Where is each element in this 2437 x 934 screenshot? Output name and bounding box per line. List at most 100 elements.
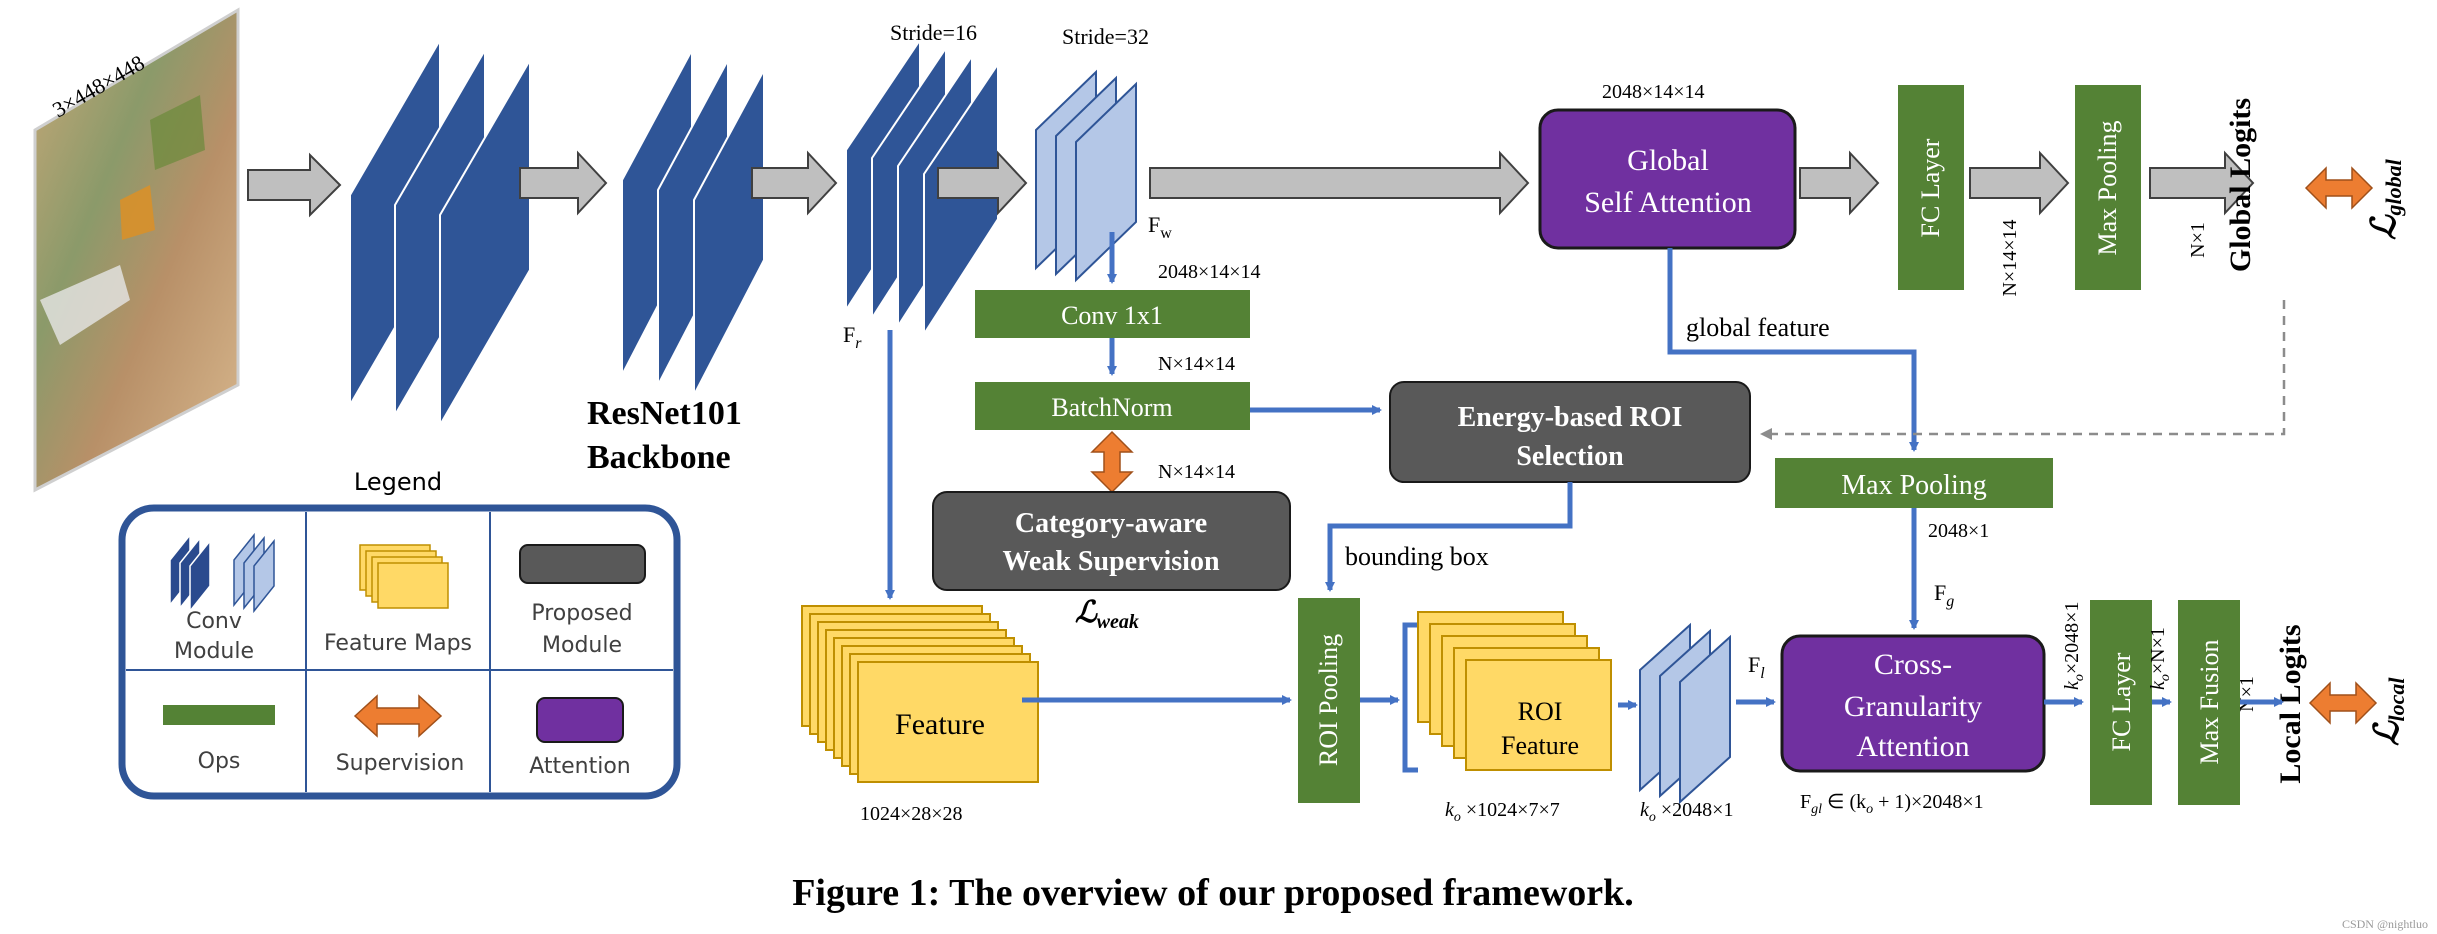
- energy-roi-line1: Energy-based ROI: [1458, 402, 1683, 433]
- roi-dims-b: ko ×2048×1: [1640, 799, 1733, 825]
- legend-attention-icon: [536, 697, 624, 743]
- dashed-feedback: [1760, 300, 2286, 440]
- legend-ops: Ops: [198, 749, 241, 774]
- global-dims-in: 2048×14×14: [1602, 81, 1705, 103]
- batchnorm-label: BatchNorm: [1051, 393, 1172, 422]
- stride16-label: Stride=16: [890, 20, 977, 45]
- global-fc-dims: N×14×14: [1999, 219, 2021, 296]
- global-fc-layer: [1898, 85, 1964, 290]
- legend-title: Legend: [354, 468, 442, 496]
- legend-conv-light-icon: [233, 532, 275, 614]
- legend-conv-line2: Module: [174, 639, 254, 664]
- weak-supervision-box: [932, 491, 1291, 591]
- fg-label: Fg: [1934, 580, 1954, 610]
- feature-stack: [801, 605, 1039, 783]
- fl-label: Fl: [1748, 652, 1765, 682]
- legend-feature-maps: Feature Maps: [324, 631, 472, 656]
- global-self-attention-box: [1538, 108, 1797, 250]
- weak-line2: Weak Supervision: [1002, 546, 1219, 577]
- global-loss: ℒglobal: [2366, 158, 2406, 240]
- global-attention-line1: Global: [1627, 144, 1709, 177]
- global-fc-label: FC Layer: [1916, 138, 1945, 237]
- global-supervision-arrow: [2304, 166, 2374, 210]
- cga-line1: Cross-: [1874, 648, 1952, 681]
- figure-caption: Figure 1: The overview of our proposed f…: [792, 872, 1634, 914]
- gray-arrow-1: [247, 152, 342, 218]
- legend-conv-line1: Conv: [186, 609, 242, 634]
- cga-line3: Attention: [1856, 730, 1969, 763]
- max-fusion-dims: ko×N×1: [2147, 627, 2173, 690]
- roi-feature-stack: [1417, 611, 1612, 771]
- conv-module-3: [845, 36, 999, 338]
- cga-line2: Granularity: [1844, 690, 1982, 723]
- conv1x1-label: Conv 1x1: [1061, 301, 1163, 330]
- gray-arrow-4: [937, 150, 1028, 216]
- legend-proposed-line2: Module: [542, 633, 622, 658]
- conv-module-2: [621, 49, 765, 396]
- stride32-label: Stride=32: [1062, 24, 1149, 49]
- bn-dims-above: N×14×14: [1158, 353, 1235, 375]
- legend-conv-icon: [169, 532, 211, 614]
- fw-label: Fw: [1148, 212, 1172, 242]
- gray-arrow-7: [2149, 150, 2255, 216]
- max-fusion-op: [2178, 600, 2240, 805]
- local-fc-layer: [2090, 600, 2152, 805]
- legend-proposed-line1: Proposed: [531, 601, 632, 626]
- local-fc-label: FC Layer: [2107, 652, 2136, 751]
- gray-arrow-5: [1799, 150, 1880, 216]
- max-fusion-label: Max Fusion: [2195, 640, 2224, 765]
- roi-pooling-label: ROI Pooling: [1314, 634, 1343, 766]
- roi-feature-line1: ROI: [1518, 697, 1563, 726]
- legend-grid: [126, 512, 673, 792]
- feature-label: Feature: [895, 708, 985, 741]
- legend-attention: Attention: [529, 754, 631, 779]
- legend-supervision-icon: [353, 694, 443, 738]
- blue-connectors: [885, 232, 2284, 710]
- mid-pool-dims: 2048×1: [1928, 520, 1989, 542]
- legend-supervision: Supervision: [336, 751, 465, 776]
- global-pool-dims: N×1: [2187, 222, 2209, 258]
- conv-module-light: [1035, 69, 1137, 283]
- weak-loss: ℒweak: [1075, 596, 1139, 633]
- batchnorm-op: [975, 382, 1250, 430]
- local-supervision-arrow: [2308, 681, 2378, 725]
- conv-dims: 2048×14×14: [1158, 261, 1261, 283]
- gray-arrow-6: [1969, 150, 2070, 216]
- roi-dims-a: ko ×1024×7×7: [1445, 799, 1560, 825]
- roi-feature-line2: Feature: [1501, 731, 1579, 760]
- global-attention-line2: Self Attention: [1584, 186, 1752, 219]
- input-image: [33, 7, 240, 493]
- global-feature-label: global feature: [1686, 313, 1830, 342]
- local-loss: ℒlocal: [2369, 677, 2409, 746]
- gray-arrow-long: [1149, 150, 1530, 216]
- backbone-label-line1: ResNet101: [587, 395, 742, 432]
- weak-line1: Category-aware: [1015, 508, 1207, 539]
- fr-label: Fr: [843, 322, 862, 352]
- weak-supervision-arrow: [1090, 430, 1134, 494]
- mid-pool-label: Max Pooling: [1841, 470, 1986, 501]
- global-logits-label: Global Logits: [2224, 98, 2257, 272]
- feature-dims: 1024×28×28: [860, 803, 963, 825]
- fgl-formula: Fgl ∈ (ko + 1)×2048×1: [1800, 791, 1984, 817]
- roi-conv-stack: [1639, 622, 1731, 805]
- energy-roi-line2: Selection: [1516, 441, 1624, 472]
- bn-dims-below: N×14×14: [1158, 461, 1235, 483]
- gray-arrow-2: [519, 150, 608, 216]
- roi-pooling-op: [1298, 598, 1360, 803]
- local-fc-dims: ko×2048×1: [2061, 602, 2087, 690]
- mid-max-pooling: [1775, 458, 2053, 508]
- global-max-pooling: [2075, 85, 2141, 290]
- backbone-label-line2: Backbone: [587, 439, 731, 476]
- watermark: CSDN @nightluo: [2342, 917, 2428, 931]
- gray-arrow-3: [751, 150, 838, 216]
- global-pool-label: Max Pooling: [2093, 120, 2122, 255]
- roi-bracket: [1402, 622, 1418, 773]
- legend-feature-icon: [359, 544, 449, 609]
- local-out-dims: N×1: [2236, 676, 2258, 712]
- conv-module-1: [349, 36, 531, 429]
- conv1x1-op: [975, 290, 1250, 338]
- legend-ops-icon: [163, 705, 275, 725]
- legend-proposed-icon: [519, 544, 646, 584]
- bounding-box-label: bounding box: [1345, 542, 1489, 571]
